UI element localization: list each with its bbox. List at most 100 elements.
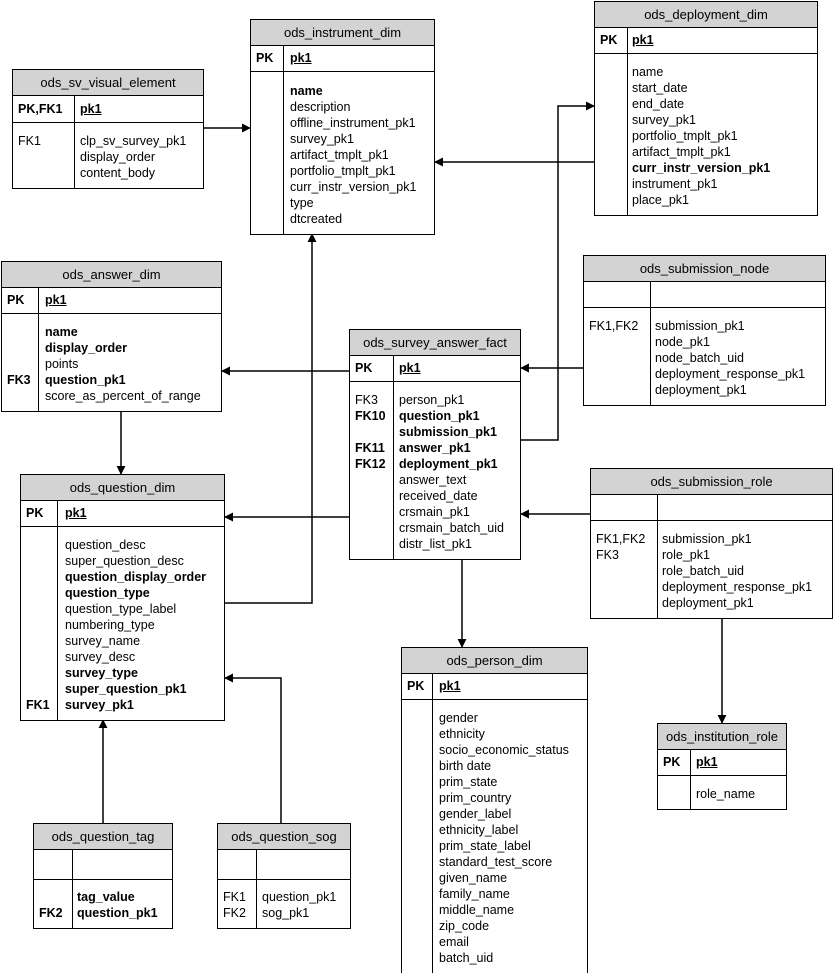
field-name: survey_type (65, 666, 138, 680)
field-name: question_pk1 (45, 373, 126, 387)
table-title: ods_answer_dim (2, 262, 221, 288)
pk-key-label: PK,FK1 (18, 101, 63, 116)
table-title: ods_question_tag (34, 824, 172, 850)
field-name: dtcreated (290, 212, 343, 226)
rel-sog-to-question (224, 673, 282, 823)
pk-field-name: pk1 (696, 755, 718, 769)
field-name: standard_test_score (439, 855, 553, 869)
fk-key-label: FK3 (596, 548, 619, 562)
table-title: ods_sv_visual_element (13, 70, 203, 96)
key-column-divider (218, 880, 257, 928)
fk-key-label: FK2 (39, 906, 63, 920)
field-name: sog_pk1 (262, 906, 310, 920)
key-column-divider (2, 288, 39, 313)
field-name: ethnicity_label (439, 823, 519, 837)
pk-key-label: PK (355, 361, 373, 375)
key-column-divider (658, 776, 691, 809)
field-name: offline_instrument_pk1 (290, 116, 416, 130)
pk-field-name: pk1 (632, 33, 654, 47)
field-name: prim_state (439, 775, 498, 789)
table-title: ods_institution_role (658, 724, 786, 750)
field-name: email (439, 935, 469, 949)
key-column-divider (584, 282, 651, 307)
field-name: received_date (399, 489, 478, 503)
field-name: score_as_percent_of_range (45, 389, 201, 403)
field-name: socio_economic_status (439, 743, 569, 757)
field-name: clp_sv_survey_pk1 (80, 134, 187, 148)
key-column-divider (2, 314, 39, 411)
key-column-divider (402, 700, 433, 973)
field-name: display_order (45, 341, 127, 355)
key-column-divider (21, 527, 58, 720)
key-column-divider (34, 850, 73, 879)
field-name: distr_list_pk1 (399, 537, 472, 551)
fk-key-label: FK3 (355, 393, 378, 407)
field-name: survey_pk1 (65, 698, 134, 712)
field-name: question_pk1 (399, 409, 480, 423)
table-title: ods_question_sog (218, 824, 350, 850)
table-title: ods_survey_answer_fact (350, 330, 520, 356)
primary-key-row: PK pk1 (658, 750, 786, 776)
fk-key-label: FK12 (355, 457, 386, 471)
key-column-divider (584, 308, 651, 405)
key-column-divider (658, 750, 691, 775)
fk-key-label: FK1,FK2 (596, 532, 646, 546)
table-title: ods_submission_role (591, 469, 832, 495)
key-column-divider (350, 382, 394, 559)
field-name: portfolio_tmplt_pk1 (290, 164, 396, 178)
field-name: name (632, 65, 664, 79)
table-title: ods_submission_node (584, 256, 825, 282)
field-name: prim_country (439, 791, 512, 805)
field-name: role_batch_uid (662, 564, 745, 578)
field-name: zip_code (439, 919, 490, 933)
key-column-divider (13, 123, 75, 188)
field-name: question_type_label (65, 602, 177, 616)
field-name: points (45, 357, 79, 371)
pk-key-label: PK (26, 506, 44, 520)
field-name: instrument_pk1 (632, 177, 718, 191)
fk-key-label: FK1 (26, 698, 50, 712)
primary-key-row (34, 850, 172, 880)
field-name: middle_name (439, 903, 515, 917)
key-column-divider (350, 356, 394, 381)
fk-key-label: FK1,FK2 (589, 319, 639, 333)
field-name: question_desc (65, 538, 146, 552)
pk-field-name: pk1 (65, 506, 87, 520)
key-column-divider (591, 521, 658, 618)
field-name: survey_pk1 (632, 113, 696, 127)
fk-key-label: FK1 (223, 890, 246, 904)
field-name: submission_pk1 (655, 319, 745, 333)
field-name: survey_name (65, 634, 141, 648)
key-column-divider (595, 28, 628, 53)
table-title: ods_instrument_dim (251, 20, 434, 46)
field-name: curr_instr_version_pk1 (632, 161, 771, 175)
field-name: crsmain_batch_uid (399, 521, 504, 535)
field-name: given_name (439, 871, 508, 885)
pk-key-label: PK (663, 755, 681, 769)
field-name: answer_pk1 (399, 441, 471, 455)
key-column-divider (251, 72, 284, 234)
pk-field-name: pk1 (439, 679, 461, 693)
table-title: ods_deployment_dim (595, 2, 817, 28)
field-name: type (290, 196, 314, 210)
field-name: portfolio_tmplt_pk1 (632, 129, 738, 143)
field-name: question_pk1 (77, 906, 158, 920)
